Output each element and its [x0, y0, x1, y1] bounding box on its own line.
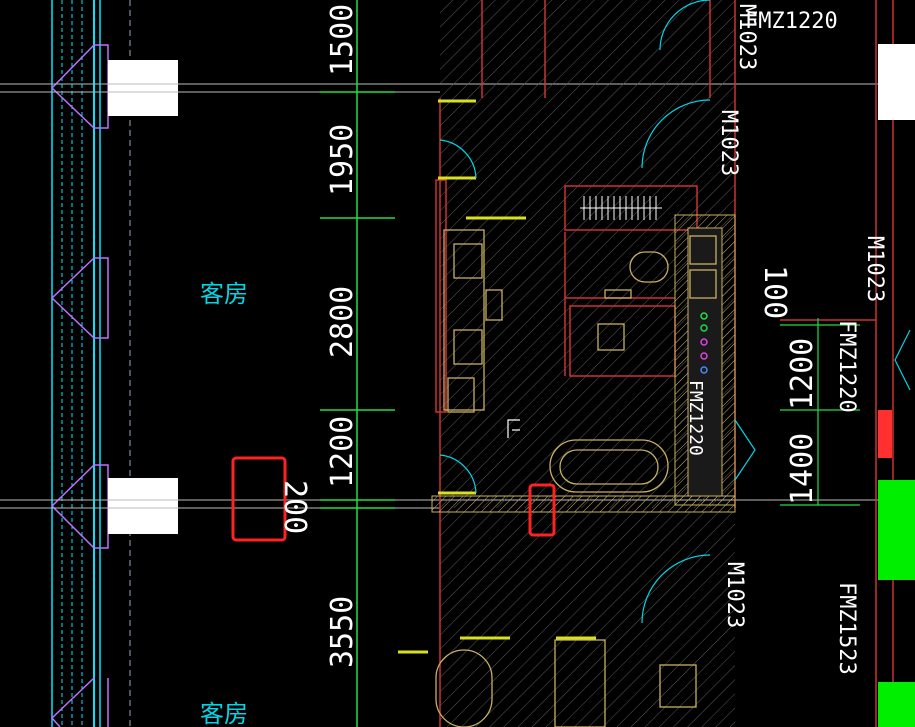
door-swings — [439, 0, 911, 624]
room-label: 客房 — [200, 700, 248, 727]
dim-2800: 2800 — [325, 286, 360, 358]
fire-door-marker — [878, 682, 915, 727]
room-mark — [507, 419, 520, 438]
dim-100: 100 — [757, 265, 792, 319]
door-tag: FMZ1523 — [834, 582, 859, 675]
annotation-box — [231, 456, 287, 542]
fire-door-marker — [878, 480, 915, 580]
frame-marks — [398, 99, 596, 654]
dim-1200-right: 1200 — [785, 338, 820, 410]
door-tag-shaft: FMZ1220 — [685, 380, 706, 456]
door-tag: FMZ1220 — [834, 320, 859, 413]
right-dimension-chain — [780, 318, 860, 506]
door-tag: M1023 — [716, 110, 741, 176]
door-tag: M1023 — [722, 562, 747, 628]
door-tag: M1023 — [862, 236, 887, 302]
sanitary-fixtures — [435, 229, 717, 727]
door-tag: M1023 — [734, 4, 759, 70]
annotation-box — [528, 483, 556, 537]
door-tag: FMZ1220 — [745, 9, 838, 34]
column-block — [108, 60, 178, 116]
dim-3550: 3550 — [325, 596, 360, 668]
dim-1400: 1400 — [785, 433, 820, 505]
column-block — [108, 478, 178, 534]
dimension-chain — [320, 0, 395, 727]
upper-corridor-area — [440, 0, 735, 98]
towel-rack — [580, 196, 662, 220]
fire-door-marker — [878, 410, 892, 458]
corridor-area — [440, 512, 735, 727]
facade-window-lines — [51, 0, 131, 727]
right-column — [878, 44, 915, 120]
facade-fins — [50, 44, 109, 727]
dim-1950: 1950 — [325, 124, 360, 196]
right-walls — [780, 0, 894, 727]
dim-200: 200 — [277, 480, 312, 534]
room-label: 客房 — [200, 280, 248, 308]
pipe-markers — [700, 312, 708, 374]
dim-1200: 1200 — [325, 416, 360, 488]
dim-1500: 1500 — [325, 4, 360, 76]
